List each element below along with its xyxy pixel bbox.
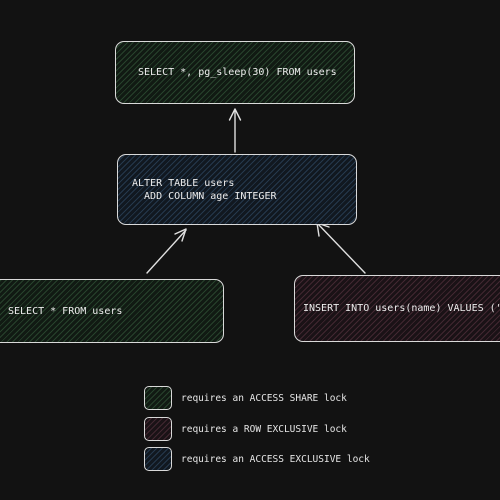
- node-select-users: SELECT * FROM users: [0, 279, 224, 343]
- node-insert-users-text: INSERT INTO users(name) VALUES ('Dan'): [303, 303, 500, 314]
- node-select-users-text: SELECT * FROM users: [8, 305, 123, 317]
- legend-item-row-exclusive: requires a ROW EXCLUSIVE lock: [144, 416, 347, 442]
- node-select-pg-sleep: SELECT *, pg_sleep(30) FROM users: [115, 41, 355, 104]
- node-insert-users: INSERT INTO users(name) VALUES ('Dan'): [294, 275, 500, 342]
- legend-label: requires a ROW EXCLUSIVE lock: [181, 423, 347, 435]
- arrowhead-mid-to-top: [228, 108, 242, 121]
- arrowhead-left-to-mid: [174, 228, 187, 242]
- node-alter-table-text: ALTER TABLE users ADD COLUMN age INTEGER: [132, 177, 277, 202]
- arrow-left-to-mid: [146, 229, 187, 274]
- legend-item-access-share: requires an ACCESS SHARE lock: [144, 385, 347, 411]
- node-alter-table: ALTER TABLE users ADD COLUMN age INTEGER: [117, 154, 357, 225]
- legend-label: requires an ACCESS SHARE lock: [181, 392, 347, 404]
- legend-item-access-exclusive: requires an ACCESS EXCLUSIVE lock: [144, 446, 370, 472]
- legend-swatch-green: [144, 386, 172, 410]
- legend-swatch-blue: [144, 447, 172, 471]
- arrow-right-to-mid: [317, 223, 366, 274]
- legend-label: requires an ACCESS EXCLUSIVE lock: [181, 453, 370, 465]
- node-select-pg-sleep-text: SELECT *, pg_sleep(30) FROM users: [138, 67, 337, 78]
- legend-swatch-red: [144, 417, 172, 441]
